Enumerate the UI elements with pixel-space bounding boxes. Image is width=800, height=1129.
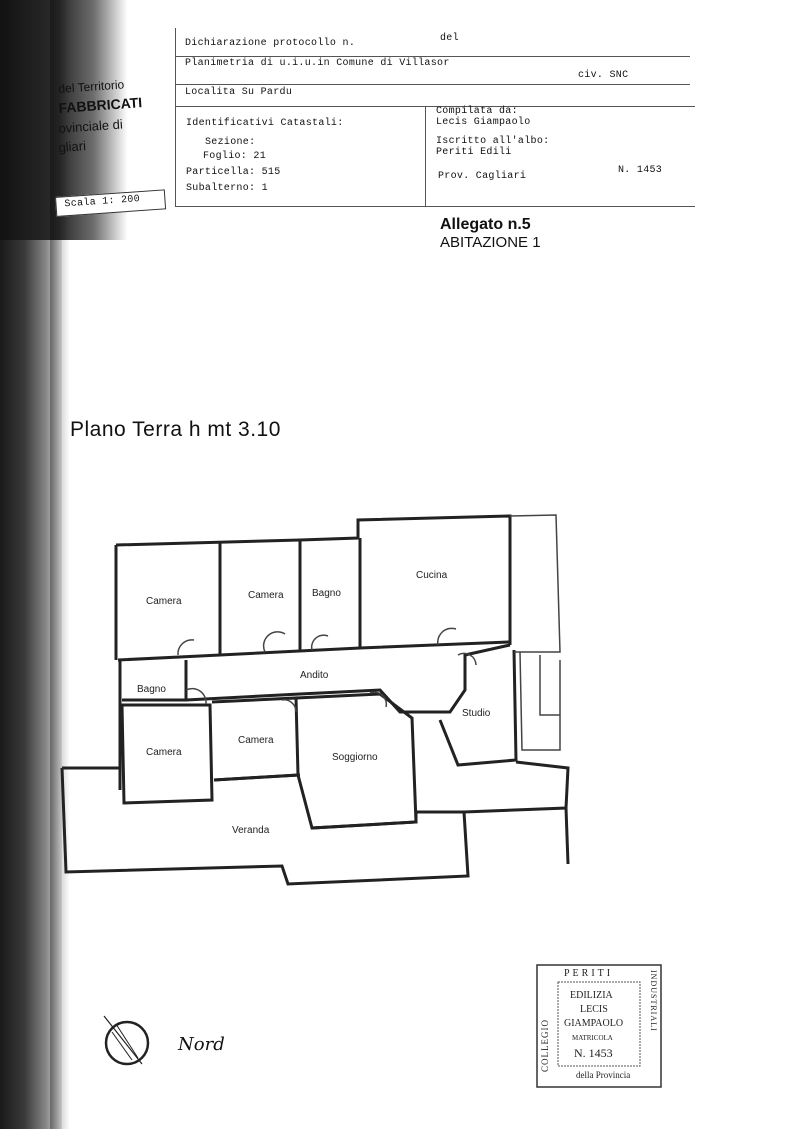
abitazione-subtitle: ABITAZIONE 1: [440, 234, 541, 251]
header-del: del: [440, 33, 459, 44]
floor-title: Plano Terra h mt 3.10: [70, 418, 281, 441]
room-veranda: Veranda: [232, 825, 270, 836]
room-studio: Studio: [462, 708, 491, 719]
header-compilata-label: Compilata da:: [436, 106, 518, 117]
professional-stamp: PERITI COLLEGIO INDUSTRIALI EDILIZIA LEC…: [536, 964, 662, 1088]
stamp-line-5: N. 1453: [574, 1046, 613, 1060]
room-bagno-1: Bagno: [312, 588, 341, 599]
header-iscritto-label: Iscritto all'albo:: [436, 136, 550, 147]
room-camera-2: Camera: [248, 590, 284, 601]
header-iscritto-albo: Periti Edili: [436, 147, 512, 158]
stamp-top: PERITI: [564, 968, 614, 979]
header-prov: Prov. Cagliari: [438, 171, 527, 182]
header-planimetria: Planimetria di u.i.u.in Comune di Villas…: [185, 58, 450, 69]
stamp-border: [536, 964, 662, 1088]
wall-top: [114, 514, 512, 660]
header-sezione: Sezione:: [205, 137, 256, 148]
stamp-line-4: MATRICOLA: [572, 1034, 613, 1042]
stamp-line-1: EDILIZIA: [570, 990, 613, 1001]
header-numero: N. 1453: [618, 165, 663, 176]
stamp-line-3: GIAMPAOLO: [564, 1018, 624, 1029]
stamp-bottom: della Provincia: [576, 1070, 631, 1080]
north-arrow-icon: [103, 1015, 150, 1066]
header-form: [175, 28, 695, 208]
room-soggiorno: Soggiorno: [332, 752, 378, 763]
room-camera-3: Camera: [146, 747, 182, 758]
room-cucina: Cucina: [416, 570, 448, 581]
room-andito: Andito: [300, 670, 329, 681]
header-dichiarazione: Dichiarazione protocollo n.: [185, 38, 356, 49]
header-foglio: Foglio: 21: [203, 151, 267, 162]
room-camera-4: Camera: [238, 735, 274, 746]
room-camera-1: Camera: [146, 596, 182, 607]
allegato-title: Allegato n.5: [440, 216, 531, 233]
north-label: Nord: [178, 1034, 225, 1055]
stamp-line-2: LECIS: [580, 1004, 608, 1015]
header-compilata-nome: Lecis Giampaolo: [436, 117, 531, 128]
stamp-left: COLLEGIO: [540, 1019, 550, 1072]
header-civico: civ. SNC: [578, 70, 629, 81]
room-bagno-2: Bagno: [137, 684, 166, 695]
stamp-right: INDUSTRIALI: [649, 970, 658, 1032]
header-identificativi: Identificativi Catastali:: [186, 118, 344, 129]
header-localita: Localita Su Pardu: [185, 87, 293, 98]
header-subalterno: Subalterno: 1: [186, 183, 268, 194]
header-particella: Particella: 515: [186, 167, 281, 178]
